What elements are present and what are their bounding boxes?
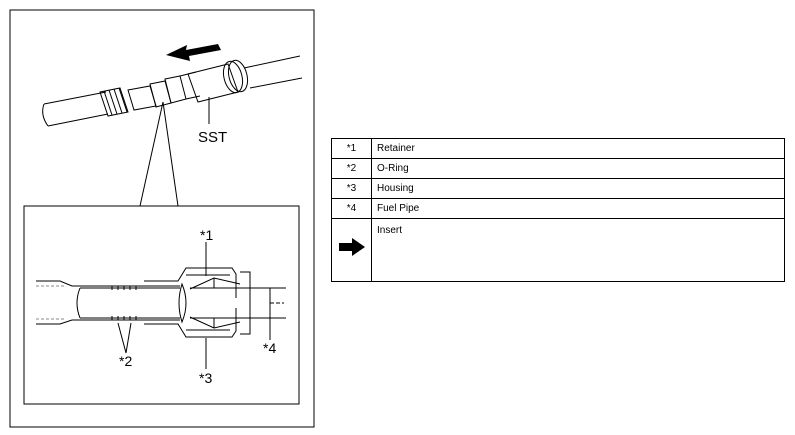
callout-housing: *3 xyxy=(199,370,212,386)
figure-frame xyxy=(9,9,315,428)
sst-label: SST xyxy=(198,129,227,146)
legend-key: *3 xyxy=(331,178,372,199)
legend-text: Housing xyxy=(371,178,785,199)
legend-key: *4 xyxy=(331,198,372,219)
legend-row: *4 Fuel Pipe xyxy=(331,198,785,219)
callout-retainer: *1 xyxy=(200,227,213,243)
legend-row: *2 O-Ring xyxy=(331,158,785,179)
insert-direction-arrow xyxy=(166,44,221,61)
legend-text: Retainer xyxy=(371,138,785,159)
legend-text: Insert xyxy=(371,218,785,282)
legend-text: Fuel Pipe xyxy=(371,198,785,219)
legend-key-arrow xyxy=(331,218,372,282)
legend-row: *3 Housing xyxy=(331,178,785,199)
legend-text: O-Ring xyxy=(371,158,785,179)
legend-key: *2 xyxy=(331,158,372,179)
callout-fuel-pipe: *4 xyxy=(263,340,276,356)
detail-illustration xyxy=(36,242,286,369)
legend-table: *1 Retainer *2 O-Ring *3 Housing *4 Fuel… xyxy=(331,138,785,282)
insert-arrow-icon xyxy=(338,237,365,256)
callout-o-ring: *2 xyxy=(119,353,132,369)
detail-frame xyxy=(23,205,300,405)
legend-row-insert: Insert xyxy=(331,218,785,282)
legend-key: *1 xyxy=(331,138,372,159)
legend-row: *1 Retainer xyxy=(331,138,785,159)
upper-illustration xyxy=(42,55,303,207)
